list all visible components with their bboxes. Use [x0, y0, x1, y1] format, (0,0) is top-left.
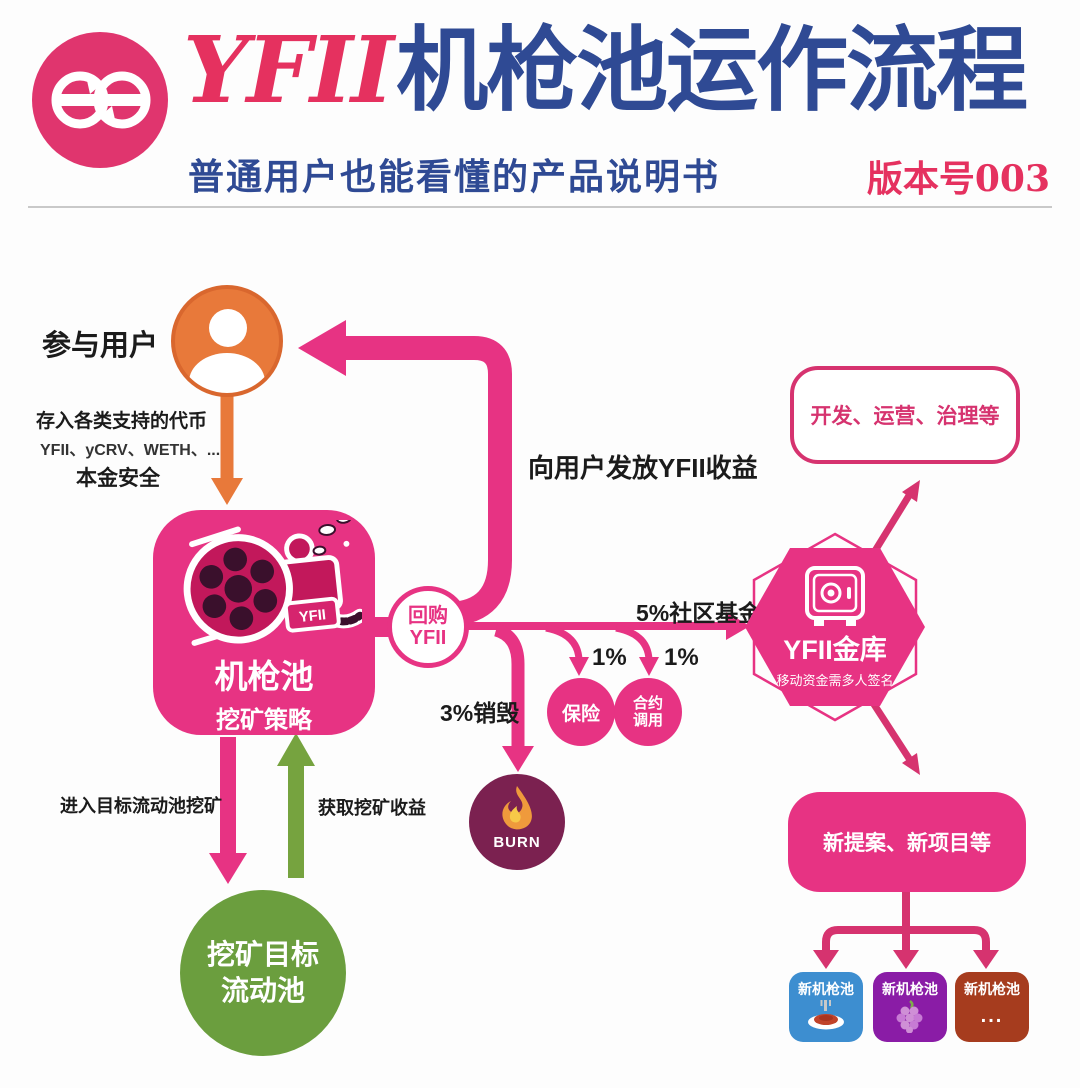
arrowhead-pool-1	[813, 950, 839, 969]
burn-node: BURN	[469, 774, 565, 870]
enter-pool-label: 进入目标流动池挖矿	[60, 796, 222, 816]
dev-box-label: 开发、运营、治理等	[810, 405, 1000, 428]
page-title: YFII机枪池运作流程	[183, 22, 1063, 119]
new-pool-2-label: 新机枪池	[882, 981, 938, 997]
contract-line1: 合约	[632, 694, 663, 712]
buyback-node: 回购 YFII	[387, 586, 469, 668]
branch-contract	[615, 624, 653, 661]
yfii-logo	[32, 32, 168, 168]
arrowhead-vault-to-dev	[902, 480, 920, 502]
target-pool-node: 挖矿目标 流动池	[180, 890, 346, 1056]
contract-line2: 调用	[632, 712, 663, 729]
arrowhead-deposit	[211, 478, 243, 505]
principal-safe-label: 本金安全	[76, 467, 160, 490]
gun-pool-node: YFII 机枪池 挖矿策略	[153, 510, 375, 735]
header-divider	[28, 206, 1052, 208]
insurance-label: 保险	[561, 703, 600, 725]
arrowhead-vault-to-proposal	[902, 753, 920, 775]
deposit-note-line1: 存入各类支持的代币	[36, 411, 208, 432]
arrowhead-enter-pool	[209, 853, 247, 884]
title-main: 机枪池运作流程	[396, 16, 1028, 124]
community-fund-label: 5%社区基金	[636, 600, 762, 626]
grapes-icon	[896, 1000, 923, 1033]
vault-note: 移动资金需多人签名	[776, 673, 894, 688]
insurance-pct-label: 1%	[592, 644, 627, 671]
new-pool-1-label: 新机枪池	[798, 981, 854, 997]
burn-label: BURN	[493, 834, 541, 851]
user-icon-body	[189, 353, 265, 393]
participant-user-node	[171, 285, 283, 397]
proposal-box: 新提案、新项目等	[788, 792, 1026, 892]
swap-loop-icon	[51, 71, 151, 129]
gun-pool-subtitle: 挖矿策略	[216, 707, 312, 734]
vault-outline-hexagon	[752, 532, 918, 722]
new-pool-3-label: 新机枪池	[964, 981, 1020, 997]
burn-pct-label: 3%销毁	[440, 700, 520, 726]
arrowhead-to-user	[298, 320, 346, 376]
dev-ops-governance-box: 开发、运营、治理等	[790, 366, 1020, 464]
gatling-gun-icon: YFII	[183, 520, 362, 646]
new-pool-node-3: 新机枪池 ...	[955, 972, 1029, 1042]
arrowhead-pool-2	[893, 950, 919, 969]
flame-icon	[502, 786, 532, 830]
insurance-node: 保险	[547, 678, 615, 746]
ellipsis: ...	[980, 1005, 1004, 1027]
target-pool-line2: 流动池	[220, 975, 305, 1006]
harvest-label: 获取挖矿收益	[318, 798, 426, 818]
payout-label: 向用户发放YFII收益	[528, 453, 758, 483]
arrowhead-burn	[502, 746, 534, 772]
arrowhead-harvest	[277, 733, 315, 766]
gun-tag-label: YFII	[298, 607, 327, 626]
new-pool-node-1: 新机枪池	[789, 972, 863, 1042]
arrowhead-contract	[639, 657, 659, 676]
contract-call-node: 合约 调用	[614, 678, 682, 746]
title-accent: YFII	[183, 16, 394, 124]
version-badge: 版本号003	[866, 158, 1050, 200]
new-pool-node-2: 新机枪池	[873, 972, 947, 1042]
buyback-line2: YFII	[409, 627, 447, 649]
deposit-note-line2: YFII、yCRV、WETH、...	[40, 442, 221, 459]
spaghetti-icon	[808, 1000, 844, 1030]
proposal-box-label: 新提案、新项目等	[823, 832, 991, 855]
safe-icon	[805, 566, 865, 626]
buyback-line1: 回购	[408, 605, 448, 627]
branch-burn	[493, 623, 525, 748]
page-subtitle: 普通用户也能看懂的产品说明书	[188, 156, 721, 198]
gun-pool-title: 机枪池	[214, 658, 314, 695]
pipe-buyback-to-user	[344, 336, 512, 626]
target-pool-line1: 挖矿目标	[206, 938, 319, 970]
arrowhead-to-vault	[726, 612, 750, 640]
contract-pct-label: 1%	[664, 644, 699, 671]
user-icon	[209, 309, 247, 347]
arrowhead-pool-3	[973, 950, 999, 969]
arrowhead-insurance	[569, 657, 589, 676]
branch-insurance	[545, 624, 583, 661]
vault-title: YFII金库	[783, 635, 887, 665]
user-label: 参与用户	[42, 330, 159, 362]
